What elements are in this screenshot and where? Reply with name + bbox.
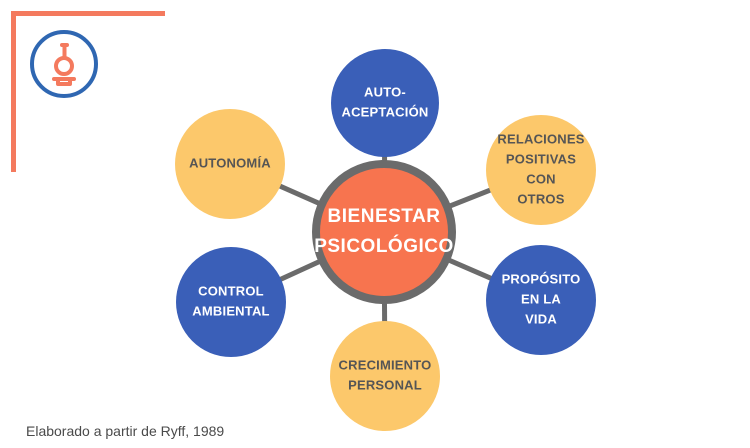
node-autonomia: AUTONOMÍA bbox=[175, 109, 285, 219]
source-caption: Elaborado a partir de Ryff, 1989 bbox=[26, 423, 225, 439]
node-label-autonomia: AUTONOMÍA bbox=[189, 155, 271, 170]
node-auto-aceptacion: AUTO-ACEPTACIÓN bbox=[331, 49, 439, 157]
microscope-icon bbox=[30, 30, 98, 98]
corner-accent-left bbox=[11, 11, 16, 172]
node-label-auto-aceptacion: AUTO-ACEPTACIÓN bbox=[342, 84, 429, 119]
corner-accent-top bbox=[11, 11, 165, 16]
